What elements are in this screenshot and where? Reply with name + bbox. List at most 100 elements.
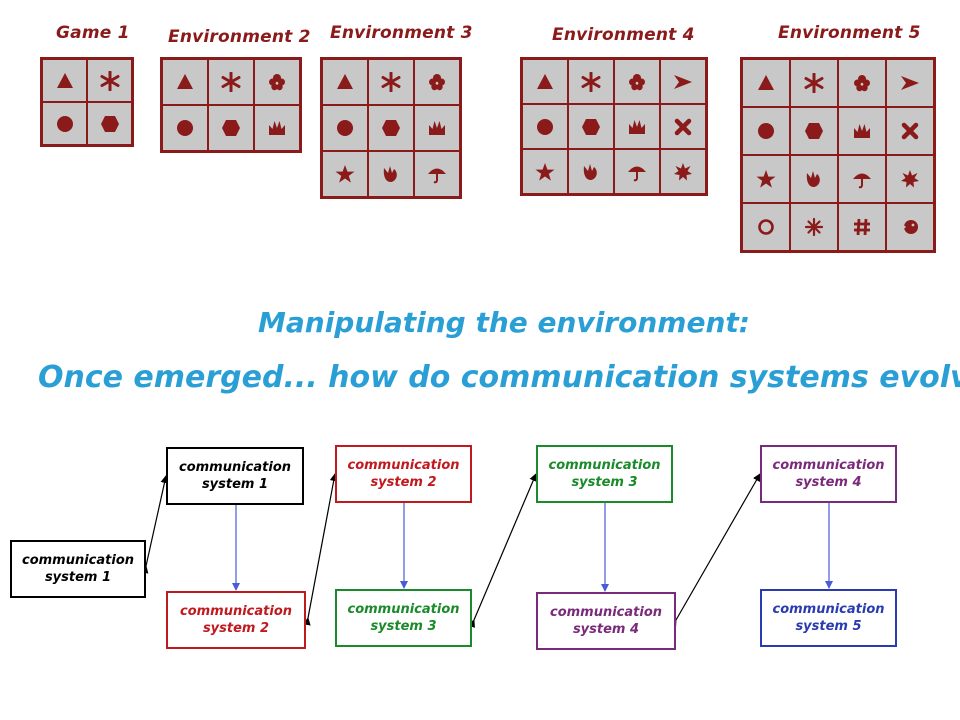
grid-environment-2 [160,57,302,153]
grid-cell [568,59,614,104]
grid-cell [568,149,614,194]
comm-box-label: communication system 2 [347,458,460,490]
headline-manipulating: Manipulating the environment: [258,306,750,339]
star-icon [756,170,776,188]
grid-environment-5 [740,57,936,253]
comm-box-label: communication system 3 [347,602,460,634]
env-title-environment-3: Environment 3 [330,23,473,43]
tulip-icon [806,171,820,187]
crown-icon [629,119,645,134]
umbrella-icon [853,173,871,189]
burst-icon [674,162,692,180]
grid-cell [42,59,87,102]
grid-cell [742,155,790,203]
arrow-u3-t4 [669,473,761,629]
hexagon-icon [805,123,823,139]
umbrella-icon [628,166,646,181]
grid-cell [162,105,208,151]
grid-environment-4 [520,57,708,196]
fish-icon [900,220,918,234]
grid-cell [42,102,87,145]
flower-icon [429,74,445,91]
grid-cell [614,104,660,149]
grid-cell [838,203,886,251]
asterisk-icon [581,71,601,92]
grid-cell [522,59,568,104]
triangle-icon [177,74,193,89]
umbrella-icon [428,168,446,184]
grid-cell [208,105,254,151]
grid-cell [886,155,934,203]
crown-icon [854,124,870,138]
flower-icon [854,75,870,92]
headline-question: Once emerged... how do communication sys… [38,360,960,395]
grid-cell [886,59,934,107]
grid-cell [368,151,414,197]
arrowhead-icon [674,74,692,89]
comm-box-system-2-top: communication system 2 [335,445,472,503]
circle-icon [56,115,73,132]
spark-icon [804,217,824,237]
grid-cell [87,59,132,102]
comm-box-label: communication system 3 [548,458,661,490]
grid-cell [322,105,368,151]
grid-cell [742,59,790,107]
triangle-icon [56,72,73,88]
cross-icon [901,122,919,140]
grid-cell [838,155,886,203]
tulip-icon [383,166,397,182]
flower-icon [269,74,285,91]
grid-cell [660,104,706,149]
env-title-environment-2: Environment 2 [168,27,311,47]
comm-box-label: communication system 5 [772,602,885,634]
arrowhead-icon [901,76,919,90]
triangle-icon [758,75,774,90]
hexagon-icon [582,118,600,135]
grid-cell [322,151,368,197]
asterisk-icon [804,73,824,93]
grid-cell [568,104,614,149]
asterisk-icon [100,70,119,91]
comm-box-label: communication system 1 [178,460,292,492]
grid-cell [790,107,838,155]
star-icon [335,165,355,183]
burst-icon [901,170,919,188]
grid-cell [660,59,706,104]
tulip-icon [583,163,597,180]
comm-box-system-3-bottom: communication system 3 [335,589,472,647]
hash-icon [854,218,870,236]
crown-icon [429,121,445,135]
triangle-icon [537,73,553,89]
env-title-environment-4: Environment 4 [552,25,695,45]
grid-cell [522,104,568,149]
grid-cell [368,105,414,151]
hexagon-icon [222,120,240,136]
grid-cell [838,59,886,107]
grid-cell [414,151,460,197]
ring-icon [758,219,774,235]
arrow-u2-t3 [467,473,537,629]
grid-cell [614,149,660,194]
grid-cell [838,107,886,155]
asterisk-icon [381,72,401,92]
grid-cell [614,59,660,104]
comm-box-system-1: communication system 1 [166,447,304,505]
comm-box-system-4-bottom: communication system 4 [536,592,676,650]
grid-cell [87,102,132,145]
grid-cell [208,59,254,105]
grid-cell [162,59,208,105]
comm-box-system-2-bottom: communication system 2 [166,591,306,649]
env-title-environment-5: Environment 5 [778,23,921,43]
circle-icon [758,123,774,139]
comm-box-system-3-top: communication system 3 [536,445,673,503]
grid-cell [742,107,790,155]
circle-icon [337,120,353,136]
grid-cell [660,149,706,194]
grid-cell [742,203,790,251]
env-title-game-1: Game 1 [56,23,130,43]
arrow-u1-t2 [302,473,338,626]
flower-icon [629,73,645,90]
grid-game-1 [40,57,134,147]
arrow-b0-t1 [140,475,169,574]
hexagon-icon [100,115,119,132]
